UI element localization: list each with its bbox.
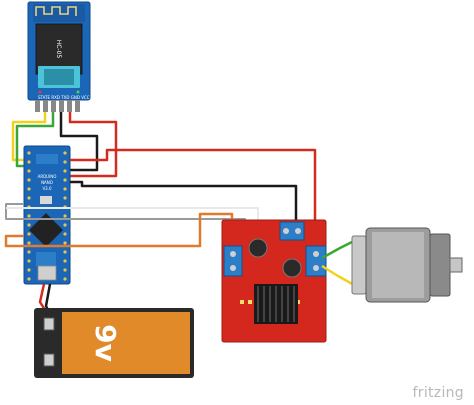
wire-red-hc05 <box>68 112 118 178</box>
wire-group-bluetooth <box>11 112 118 178</box>
hc05-model-label: HC-05 <box>55 40 62 59</box>
arduino-pin-header-left <box>27 151 31 281</box>
wire-black-arduino-driver <box>70 180 298 226</box>
driver-input-terminal <box>223 245 243 277</box>
driver-capacitor-2 <box>282 258 302 278</box>
svg-text:STATE RXD TXD GND VCC EN: STATE RXD TXD GND VCC EN <box>38 95 96 100</box>
driver-output-terminal-right <box>305 245 327 277</box>
hc05-bluetooth-module: HC-05 STATE RXD TXD GND VCC EN <box>27 1 96 112</box>
driver-output-terminal-left <box>279 221 305 241</box>
wire-orange-arduino-driver <box>4 212 234 248</box>
usb-connector <box>37 265 57 281</box>
arduino-nano: ARDUINO NANO V3.0 <box>23 145 71 285</box>
arduino-version-label: V3.0 <box>42 186 52 191</box>
wire-red-arduino-driver <box>70 148 317 230</box>
wire-black-hc05 <box>59 112 99 172</box>
arduino-board-label: ARDUINO <box>38 174 57 179</box>
fritzing-brand-label: fritzing <box>412 385 464 401</box>
arduino-model-label: NANO <box>41 180 53 185</box>
hc05-pin-labels: STATE RXD TXD GND VCC EN <box>38 95 96 100</box>
hc05-header-pins <box>35 100 80 112</box>
battery-voltage-label: 9v <box>89 324 122 362</box>
arduino-pin-header-right <box>63 151 67 281</box>
antenna-trace-icon <box>35 6 77 16</box>
driver-capacitor-1 <box>248 238 268 258</box>
wire-green-hc05 <box>15 112 55 168</box>
l298n-motor-driver <box>221 219 327 343</box>
atmega-chip <box>29 213 63 247</box>
dc-motor <box>351 227 463 303</box>
battery-9v: 9v <box>34 308 194 378</box>
